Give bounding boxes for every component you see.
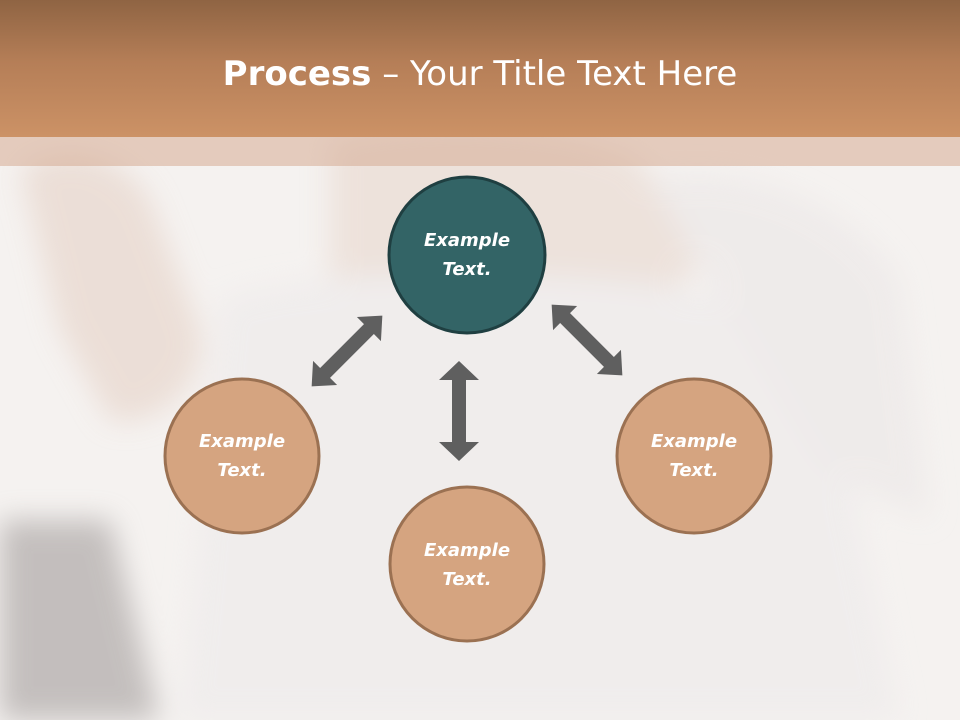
double-arrow-up-left <box>311 315 383 387</box>
process-node-bottom: Example Text. <box>388 485 546 643</box>
header-band <box>0 137 960 166</box>
title-rest: Your Title Text Here <box>410 54 738 94</box>
double-arrow-vertical <box>439 361 479 461</box>
node-bottom-line1: Example <box>424 540 510 561</box>
node-right-line2: Text. <box>669 460 718 481</box>
process-node-left: Example Text. <box>163 377 321 535</box>
slide-title: Process – Your Title Text Here <box>0 52 960 96</box>
title-bold: Process <box>222 54 372 94</box>
node-top-line2: Text. <box>442 259 491 280</box>
node-left-line2: Text. <box>217 460 266 481</box>
title-dash: – <box>371 54 411 94</box>
node-right-line1: Example <box>651 431 737 452</box>
node-bottom-line2: Text. <box>442 569 491 590</box>
process-node-top: Example Text. <box>387 175 547 335</box>
node-left-line1: Example <box>199 431 285 452</box>
node-top-line1: Example <box>424 230 510 251</box>
process-node-right: Example Text. <box>615 377 773 535</box>
double-arrow-up-right <box>551 304 623 376</box>
title-bar <box>0 0 960 137</box>
